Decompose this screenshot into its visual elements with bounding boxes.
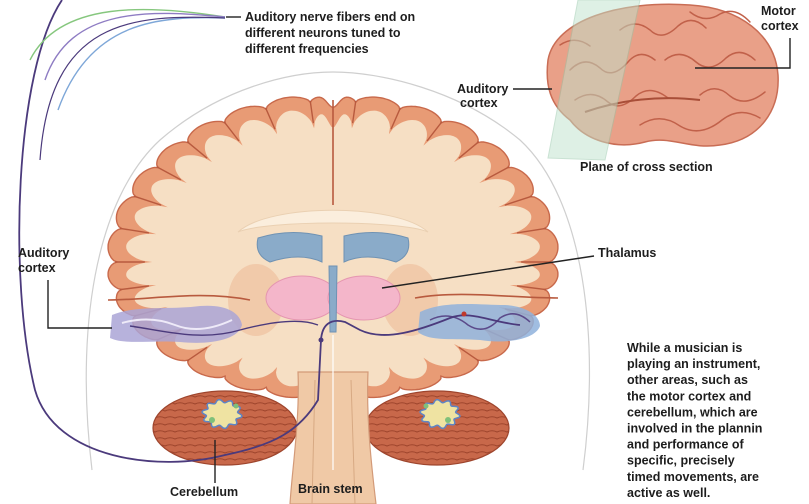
caption: While a musician is playing an instrument…	[627, 341, 762, 500]
auditory-nerve-label-line: different frequencies	[245, 42, 369, 56]
nucleus-dot	[234, 404, 239, 409]
caption-line: playing an instrument,	[627, 357, 760, 371]
auditory-nerve-label-line: Auditory nerve fibers end on	[245, 10, 415, 24]
lateral-ventricle-left	[257, 232, 322, 262]
nucleus-dot	[424, 404, 429, 409]
thalamus-label: Thalamus	[598, 246, 656, 260]
caption-line: specific, precisely	[627, 454, 735, 468]
auditory-cortex-left-label: cortex	[18, 261, 56, 275]
pathway-node	[462, 312, 467, 317]
auditory-nerve-label-line: different neurons tuned to	[245, 26, 401, 40]
motor-cortex-label: Motor	[761, 4, 796, 18]
nucleus-dot	[445, 417, 451, 423]
pathway-node	[319, 338, 324, 343]
caption-line: While a musician is	[627, 341, 742, 355]
caption-line: and performance of	[627, 438, 745, 452]
auditory-cortex-left-label: Auditory	[18, 246, 69, 260]
plane-of-cross-section-label: Plane of cross section	[580, 160, 713, 174]
lateral-ventricle-right	[344, 232, 409, 262]
caption-line: cerebellum, which are	[627, 405, 758, 419]
lateral-brain-view	[547, 0, 778, 160]
caption-line: the motor cortex and	[627, 389, 751, 403]
auditory-fiber-purple	[45, 13, 225, 80]
thalamus-right	[328, 276, 400, 320]
nucleus-dot	[209, 417, 215, 423]
brain-stem-label: Brain stem	[298, 482, 363, 496]
caption-line: involved in the plannin	[627, 422, 762, 436]
auditory-cortex-top-label: Auditory	[457, 82, 508, 96]
auditory-cortex-top-label: cortex	[460, 96, 498, 110]
leader-auditory-cortex-left	[48, 280, 112, 328]
motor-cortex-label: cortex	[761, 19, 799, 33]
caption-line: other areas, such as	[627, 373, 748, 387]
caption-line: active as well.	[627, 486, 710, 500]
caption-line: timed movements, are	[627, 470, 759, 484]
cerebellum-label: Cerebellum	[170, 485, 238, 499]
thalamus-left	[266, 276, 338, 320]
